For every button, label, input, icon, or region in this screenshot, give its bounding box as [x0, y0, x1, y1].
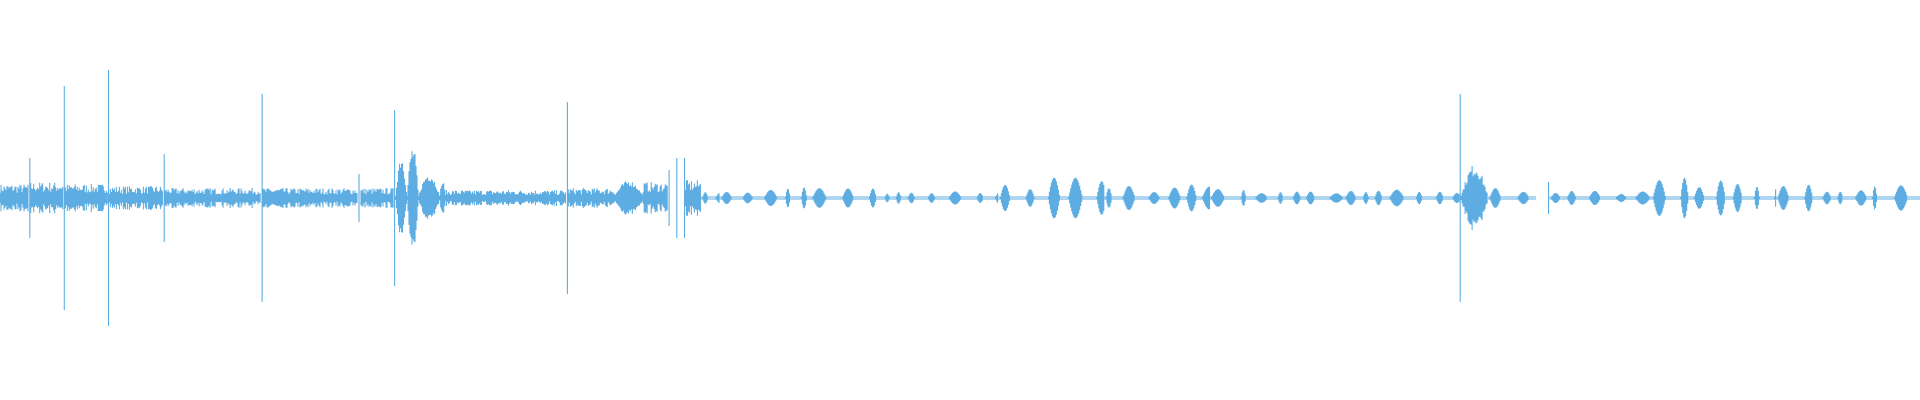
- waveform-path: [0, 70, 1920, 326]
